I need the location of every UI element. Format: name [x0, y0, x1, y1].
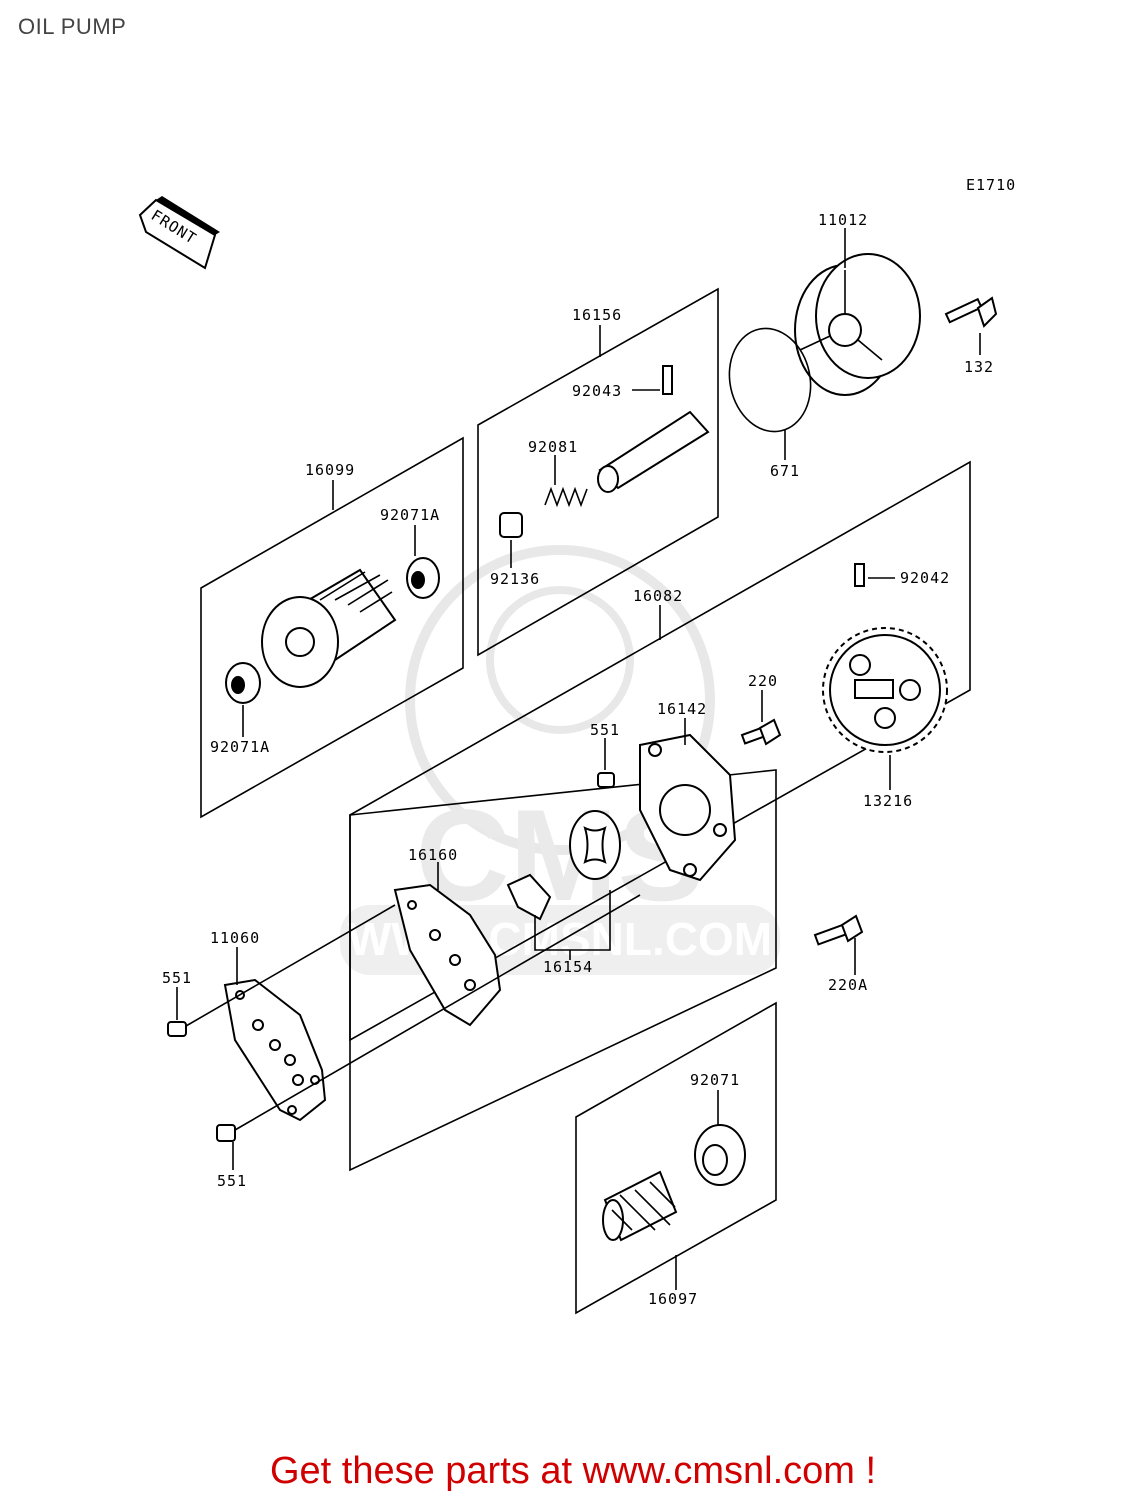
- label-11060: 11060: [210, 929, 260, 947]
- label-92071A-bottom: 92071A: [210, 738, 270, 756]
- exploded-parts-diagram: CMS WWW.CMSNL.COM FRONT E1710: [138, 176, 1016, 1315]
- group-box-pump-body: [349, 769, 777, 1172]
- label-92043: 92043: [572, 382, 622, 400]
- label-92136: 92136: [490, 570, 540, 588]
- label-551-top: 551: [590, 721, 620, 739]
- grommet-92071A-bottom: [225, 662, 261, 704]
- plug-92136: [499, 512, 523, 538]
- pump-body-16142: [639, 733, 737, 882]
- dowel-551-left: [167, 1021, 187, 1037]
- label-16142: 16142: [657, 700, 707, 718]
- label-220A: 220A: [828, 976, 868, 994]
- bolt-220A: [813, 914, 864, 946]
- label-671: 671: [770, 462, 800, 480]
- label-13216: 13216: [863, 792, 913, 810]
- label-92081: 92081: [528, 438, 578, 456]
- dowel-551-bottom: [216, 1124, 236, 1142]
- oil-filter-16099: [261, 568, 397, 688]
- label-551-left: 551: [162, 969, 192, 987]
- label-16082: 16082: [633, 587, 683, 605]
- part-labels: 11012 132 671 16156 92043 92081 92136 16…: [162, 211, 994, 1308]
- grommet-92071A-top: [406, 557, 440, 599]
- spring-92081: [544, 486, 588, 508]
- diagram-code: E1710: [966, 176, 1016, 194]
- oil-seal-92071: [694, 1124, 746, 1186]
- group-box-16097: [575, 1001, 777, 1315]
- label-132: 132: [964, 358, 994, 376]
- gear-13216: [822, 627, 948, 753]
- pin-92042: [854, 563, 865, 587]
- valve-16156: [597, 410, 710, 493]
- front-arrow-icon: FRONT: [138, 196, 220, 270]
- oil-screen-16097: [602, 1170, 678, 1242]
- promo-link[interactable]: Get these parts at www.cmsnl.com !: [269, 1450, 877, 1492]
- label-11012: 11012: [818, 211, 868, 229]
- group-box-16156: [477, 287, 719, 657]
- leader-lines: [176, 228, 981, 1290]
- plate-11060: [223, 978, 327, 1122]
- bolt-132: [944, 296, 998, 328]
- o-ring-671: [728, 327, 812, 433]
- label-16097: 16097: [648, 1290, 698, 1308]
- label-16154: 16154: [543, 958, 593, 976]
- label-16160: 16160: [408, 846, 458, 864]
- label-220: 220: [748, 672, 778, 690]
- gasket-16160: [393, 883, 502, 1027]
- bolt-220: [740, 718, 782, 746]
- pin-92043: [662, 365, 673, 395]
- pump-cover-11012: [794, 253, 921, 396]
- label-16099: 16099: [305, 461, 355, 479]
- group-box-16099: [200, 436, 464, 819]
- page-title: OIL PUMP: [18, 14, 127, 39]
- label-92071: 92071: [690, 1071, 740, 1089]
- label-551-bottom: 551: [217, 1172, 247, 1190]
- label-92042: 92042: [900, 569, 950, 587]
- label-16156: 16156: [572, 306, 622, 324]
- label-92071A-top: 92071A: [380, 506, 440, 524]
- rotor-16154: [506, 810, 621, 921]
- dowel-551-top: [597, 772, 615, 788]
